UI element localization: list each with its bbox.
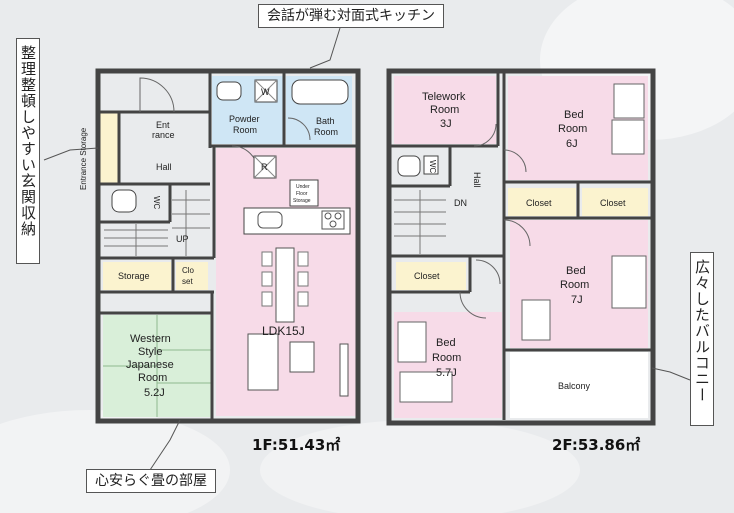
fridge-label: R [261, 162, 268, 172]
closet-a-label: Closet [526, 198, 552, 208]
closet-label-2: set [182, 277, 193, 286]
floor-1-plan [95, 68, 361, 424]
washer-label: W [261, 87, 270, 97]
bath-room-label-2: Room [314, 127, 338, 137]
floor-2-plan [386, 68, 656, 426]
western-room-label-5: 5.2J [144, 387, 165, 399]
bath-room-label-1: Bath [316, 116, 335, 126]
western-room-label-4: Room [138, 372, 167, 384]
western-room-label-2: Style [138, 346, 162, 358]
underfloor-label-3: Storage [293, 198, 311, 204]
tatami-room-callout: 心安らぐ畳の部屋 [86, 469, 216, 493]
underfloor-label-2: Floor [296, 191, 308, 197]
telework-label-2: Room [430, 104, 459, 116]
western-room-label-3: Japanese [126, 359, 174, 371]
floor-1-area: 1F:51.43㎡ [252, 436, 341, 454]
bed-room-3-label-1: Bed [436, 337, 456, 349]
floor-2-area: 2F:53.86㎡ [552, 436, 641, 454]
bed-room-2-label-2: Room [560, 279, 589, 291]
entrance-storage-callout: 整理整頓しやすい玄関収納 [16, 38, 40, 264]
balcony-callout: 広々したバルコニー [690, 252, 714, 426]
dn-label: DN [454, 198, 467, 208]
kitchen-callout: 会話が弾む対面式キッチン [258, 4, 444, 28]
powder-room-label-2: Room [233, 125, 257, 135]
entrance-label-2: rance [152, 130, 175, 140]
up-label: UP [176, 234, 189, 244]
closet-c-label: Closet [414, 271, 440, 281]
bed-room-3-label-3: 5.7J [436, 367, 457, 379]
bed-room-1-label-1: Bed [564, 109, 584, 121]
entrance-label-1: Ent [156, 120, 170, 130]
telework-label-1: Telework [422, 91, 466, 103]
bed-room-2-label-1: Bed [566, 265, 586, 277]
bed-room-2-label-3: 7J [571, 294, 583, 306]
closet-b-label: Closet [600, 198, 626, 208]
western-room-label-1: Western [130, 333, 171, 345]
powder-room-label-1: Powder [229, 114, 260, 124]
closet-label-1: Clo [182, 266, 195, 275]
hall-label-1f: Hall [156, 162, 172, 172]
telework-label-3: 3J [440, 118, 452, 130]
storage-label: Storage [118, 271, 150, 281]
wc-label-1f: WC [152, 196, 161, 210]
wc-label-2f: WC [428, 160, 437, 174]
ldk-label: LDK15J [262, 324, 305, 338]
bed-room-1-label-2: Room [558, 123, 587, 135]
bed-room-3-label-2: Room [432, 352, 461, 364]
bed-room-1-label-3: 6J [566, 138, 578, 150]
entrance-storage-label: Entrance Storage [79, 127, 88, 190]
underfloor-label-1: Under [296, 184, 310, 190]
hall-label-2f: Hall [472, 172, 482, 188]
balcony-label: Balcony [558, 381, 591, 391]
